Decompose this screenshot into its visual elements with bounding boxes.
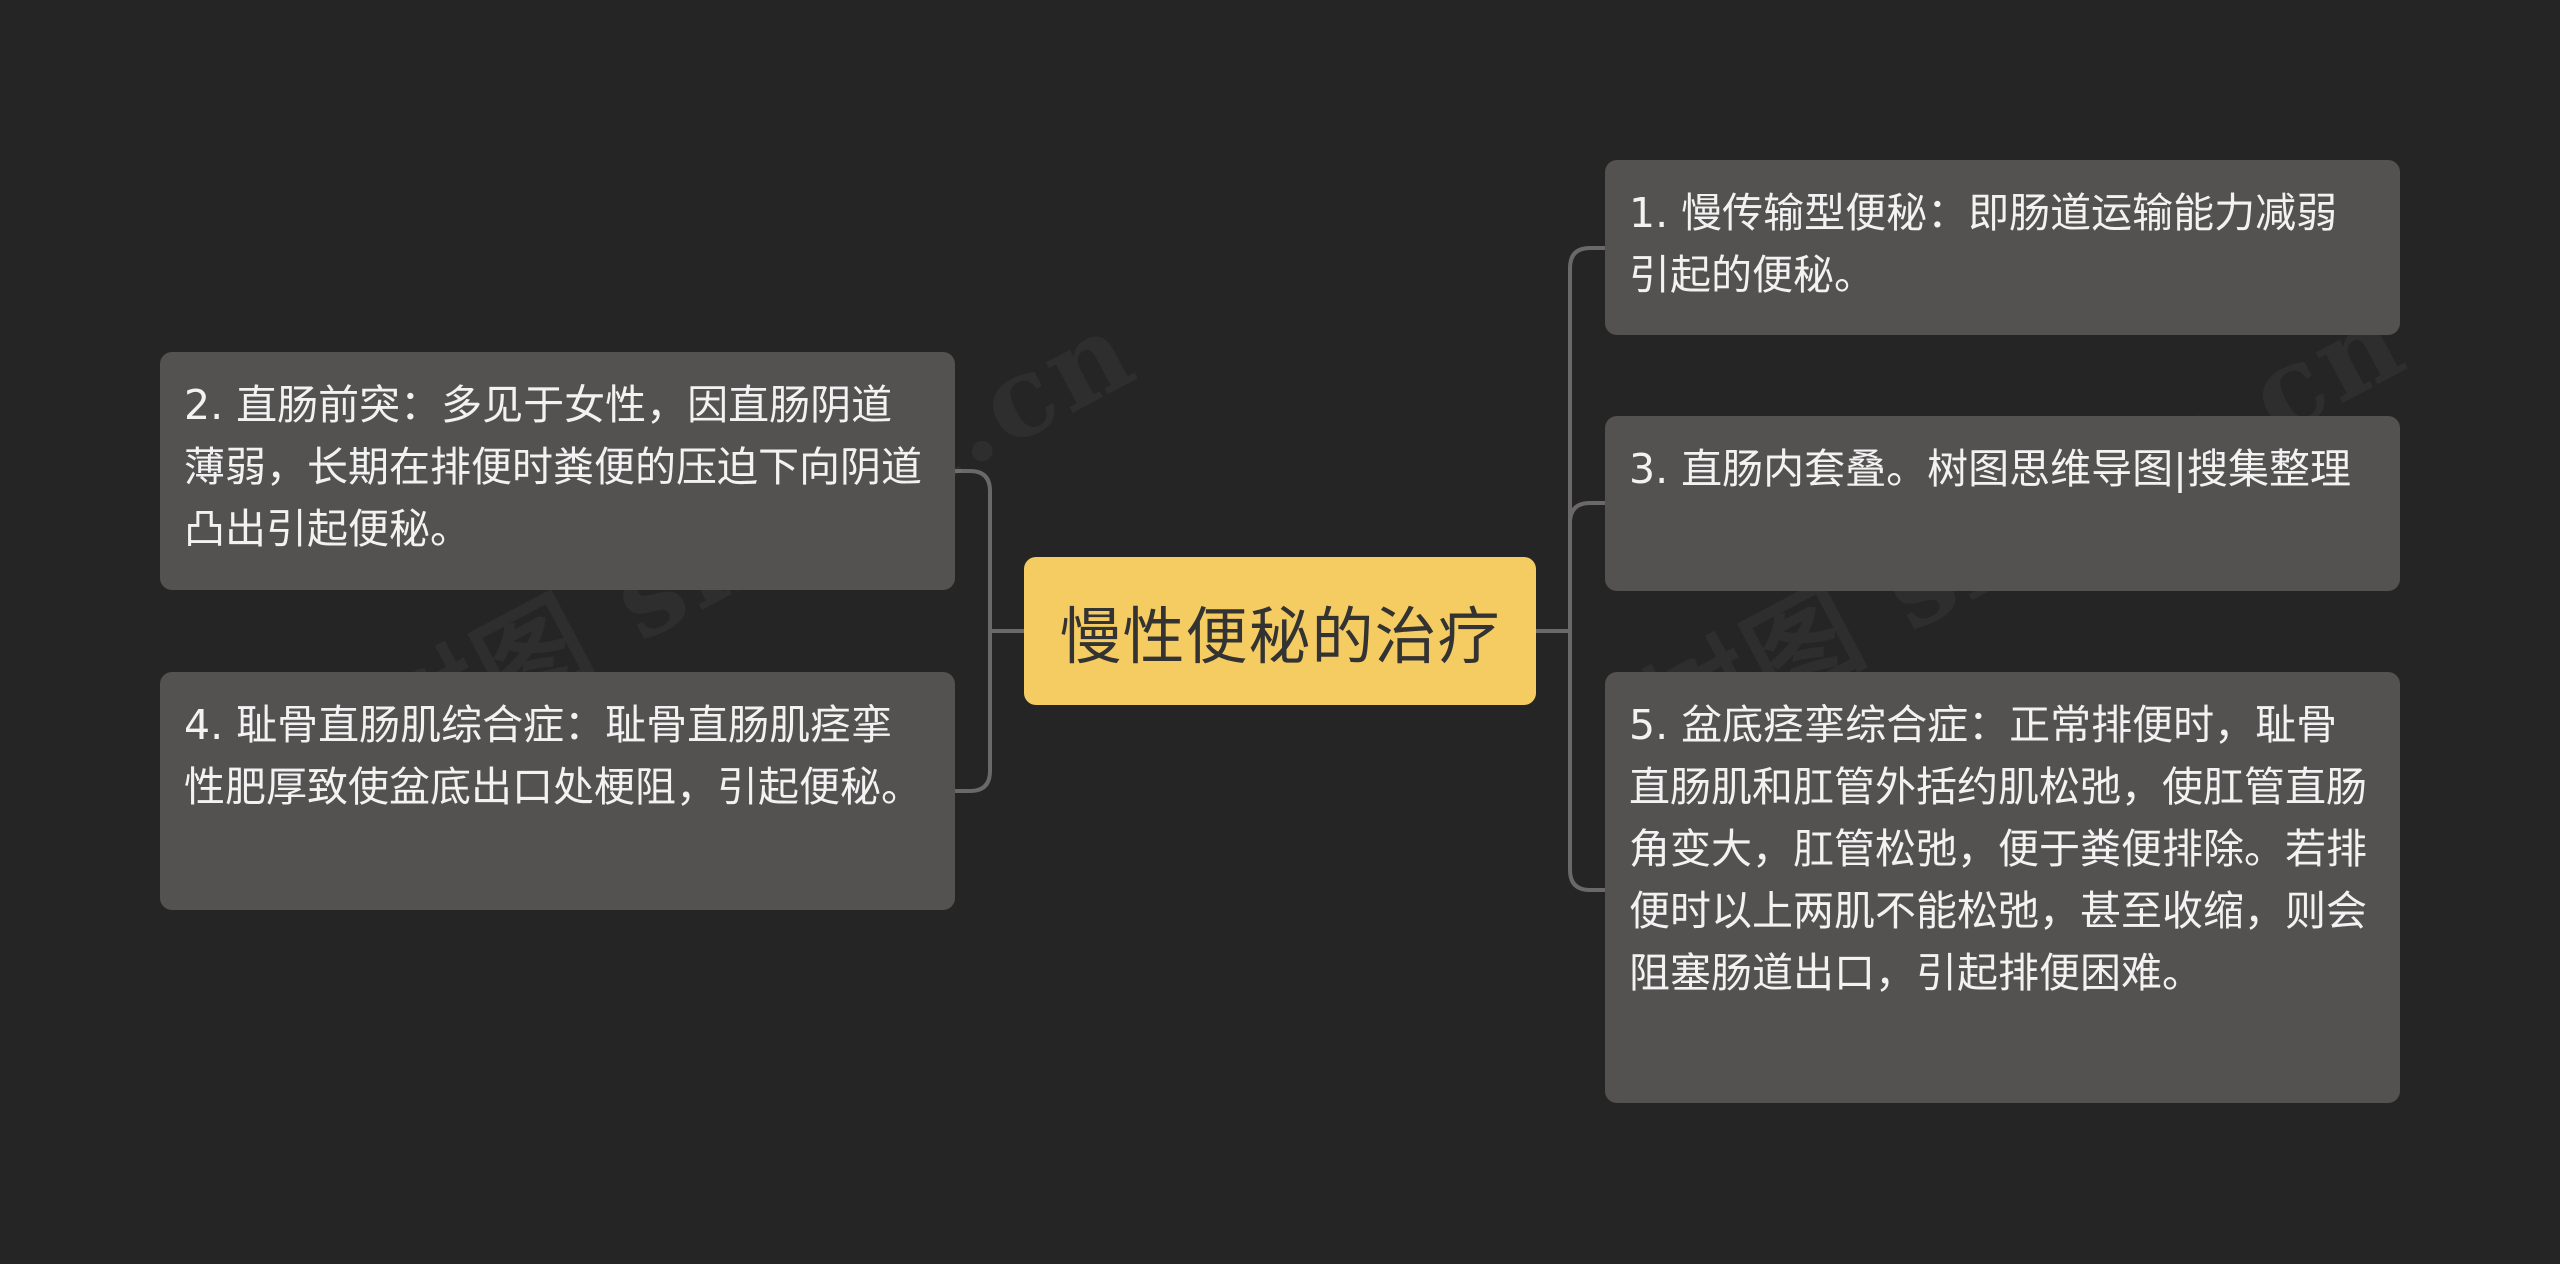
topic-label: 4. 耻骨直肠肌综合症：耻骨直肠肌痉挛性肥厚致使盆底出口处梗阻，引起便秘。 [184,701,922,811]
connector-to-node-2 [955,469,992,793]
topic-node-rectal-intussusception[interactable]: 3. 直肠内套叠。树图思维导图|搜集整理 [1605,416,2400,591]
topic-node-pelvic-floor-spasm[interactable]: 5. 盆底痉挛综合症：正常排便时，耻骨直肠肌和肛管外括约肌松弛，使肛管直肠角变大… [1605,672,2400,1103]
topic-label: 1. 慢传输型便秘：即肠道运输能力减弱引起的便秘。 [1629,189,2338,299]
connector-to-node-3 [1568,501,1605,524]
topic-label: 5. 盆底痉挛综合症：正常排便时，耻骨直肠肌和肛管外括约肌松弛，使肛管直肠角变大… [1629,701,2367,997]
topic-node-slow-transit[interactable]: 1. 慢传输型便秘：即肠道运输能力减弱引起的便秘。 [1605,160,2400,335]
central-topic-node[interactable]: 慢性便秘的治疗 [1024,557,1536,705]
topic-label: 3. 直肠内套叠。树图思维导图|搜集整理 [1629,445,2351,493]
connector-to-node-1 [1568,246,1605,892]
central-topic-label: 慢性便秘的治疗 [1059,600,1501,673]
topic-label: 2. 直肠前突：多见于女性，因直肠阴道薄弱，长期在排便时粪便的压迫下向阴道凸出引… [184,381,922,553]
topic-node-puborectalis-syndrome[interactable]: 4. 耻骨直肠肌综合症：耻骨直肠肌痉挛性肥厚致使盆底出口处梗阻，引起便秘。 [160,672,955,910]
topic-node-rectocele[interactable]: 2. 直肠前突：多见于女性，因直肠阴道薄弱，长期在排便时粪便的压迫下向阴道凸出引… [160,352,955,590]
